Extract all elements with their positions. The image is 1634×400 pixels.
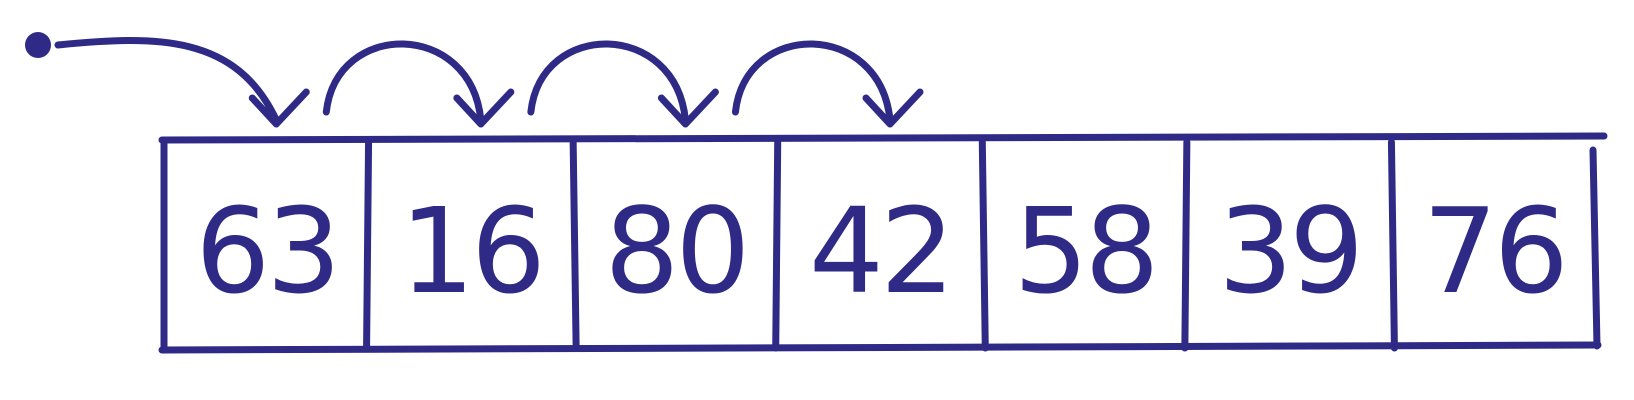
arrow-head	[453, 88, 515, 128]
array-box	[158, 132, 1608, 354]
cell-divider	[978, 138, 989, 352]
cell-divider	[569, 138, 580, 352]
pointer-arrow	[322, 40, 515, 128]
arrow-head	[248, 88, 310, 128]
cell-value: 42	[809, 182, 951, 320]
cell-value: 80	[604, 182, 746, 320]
cell-dividers	[363, 138, 1398, 352]
traversal-arrows	[54, 37, 924, 128]
cell-value: 58	[1013, 182, 1155, 320]
start-pointer-dot	[25, 32, 51, 58]
cell-value: 76	[1423, 182, 1565, 320]
array-top-border	[158, 132, 1608, 144]
arrow-curve	[731, 40, 894, 124]
cell-value: 16	[400, 182, 542, 320]
cell-divider	[1387, 138, 1398, 352]
cell-value: 39	[1218, 182, 1360, 320]
array-right-border	[1589, 146, 1601, 350]
pointer-arrow	[527, 40, 719, 128]
cell-value: 63	[195, 182, 337, 320]
array-cell: 39	[1218, 182, 1364, 320]
arrow-curve	[54, 37, 280, 124]
arrow-head	[862, 88, 924, 128]
array-cell: 16	[400, 182, 546, 320]
array-cell: 42	[809, 182, 955, 320]
array-cells: 63 16 80 42 58 39 76	[195, 182, 1569, 320]
pointer-arrow	[54, 37, 310, 128]
cell-divider	[363, 138, 373, 352]
array-cell: 58	[1013, 182, 1159, 320]
arrow-curve	[322, 40, 485, 124]
arrow-head	[657, 88, 719, 128]
array-cell: 76	[1423, 182, 1569, 320]
array-cell: 63	[195, 182, 341, 320]
cell-divider	[772, 138, 782, 352]
arrow-curve	[527, 40, 689, 124]
array-bottom-border	[158, 341, 1602, 354]
pointer-arrow	[731, 40, 924, 128]
array-cell: 80	[604, 182, 750, 320]
cell-divider	[1181, 138, 1191, 352]
